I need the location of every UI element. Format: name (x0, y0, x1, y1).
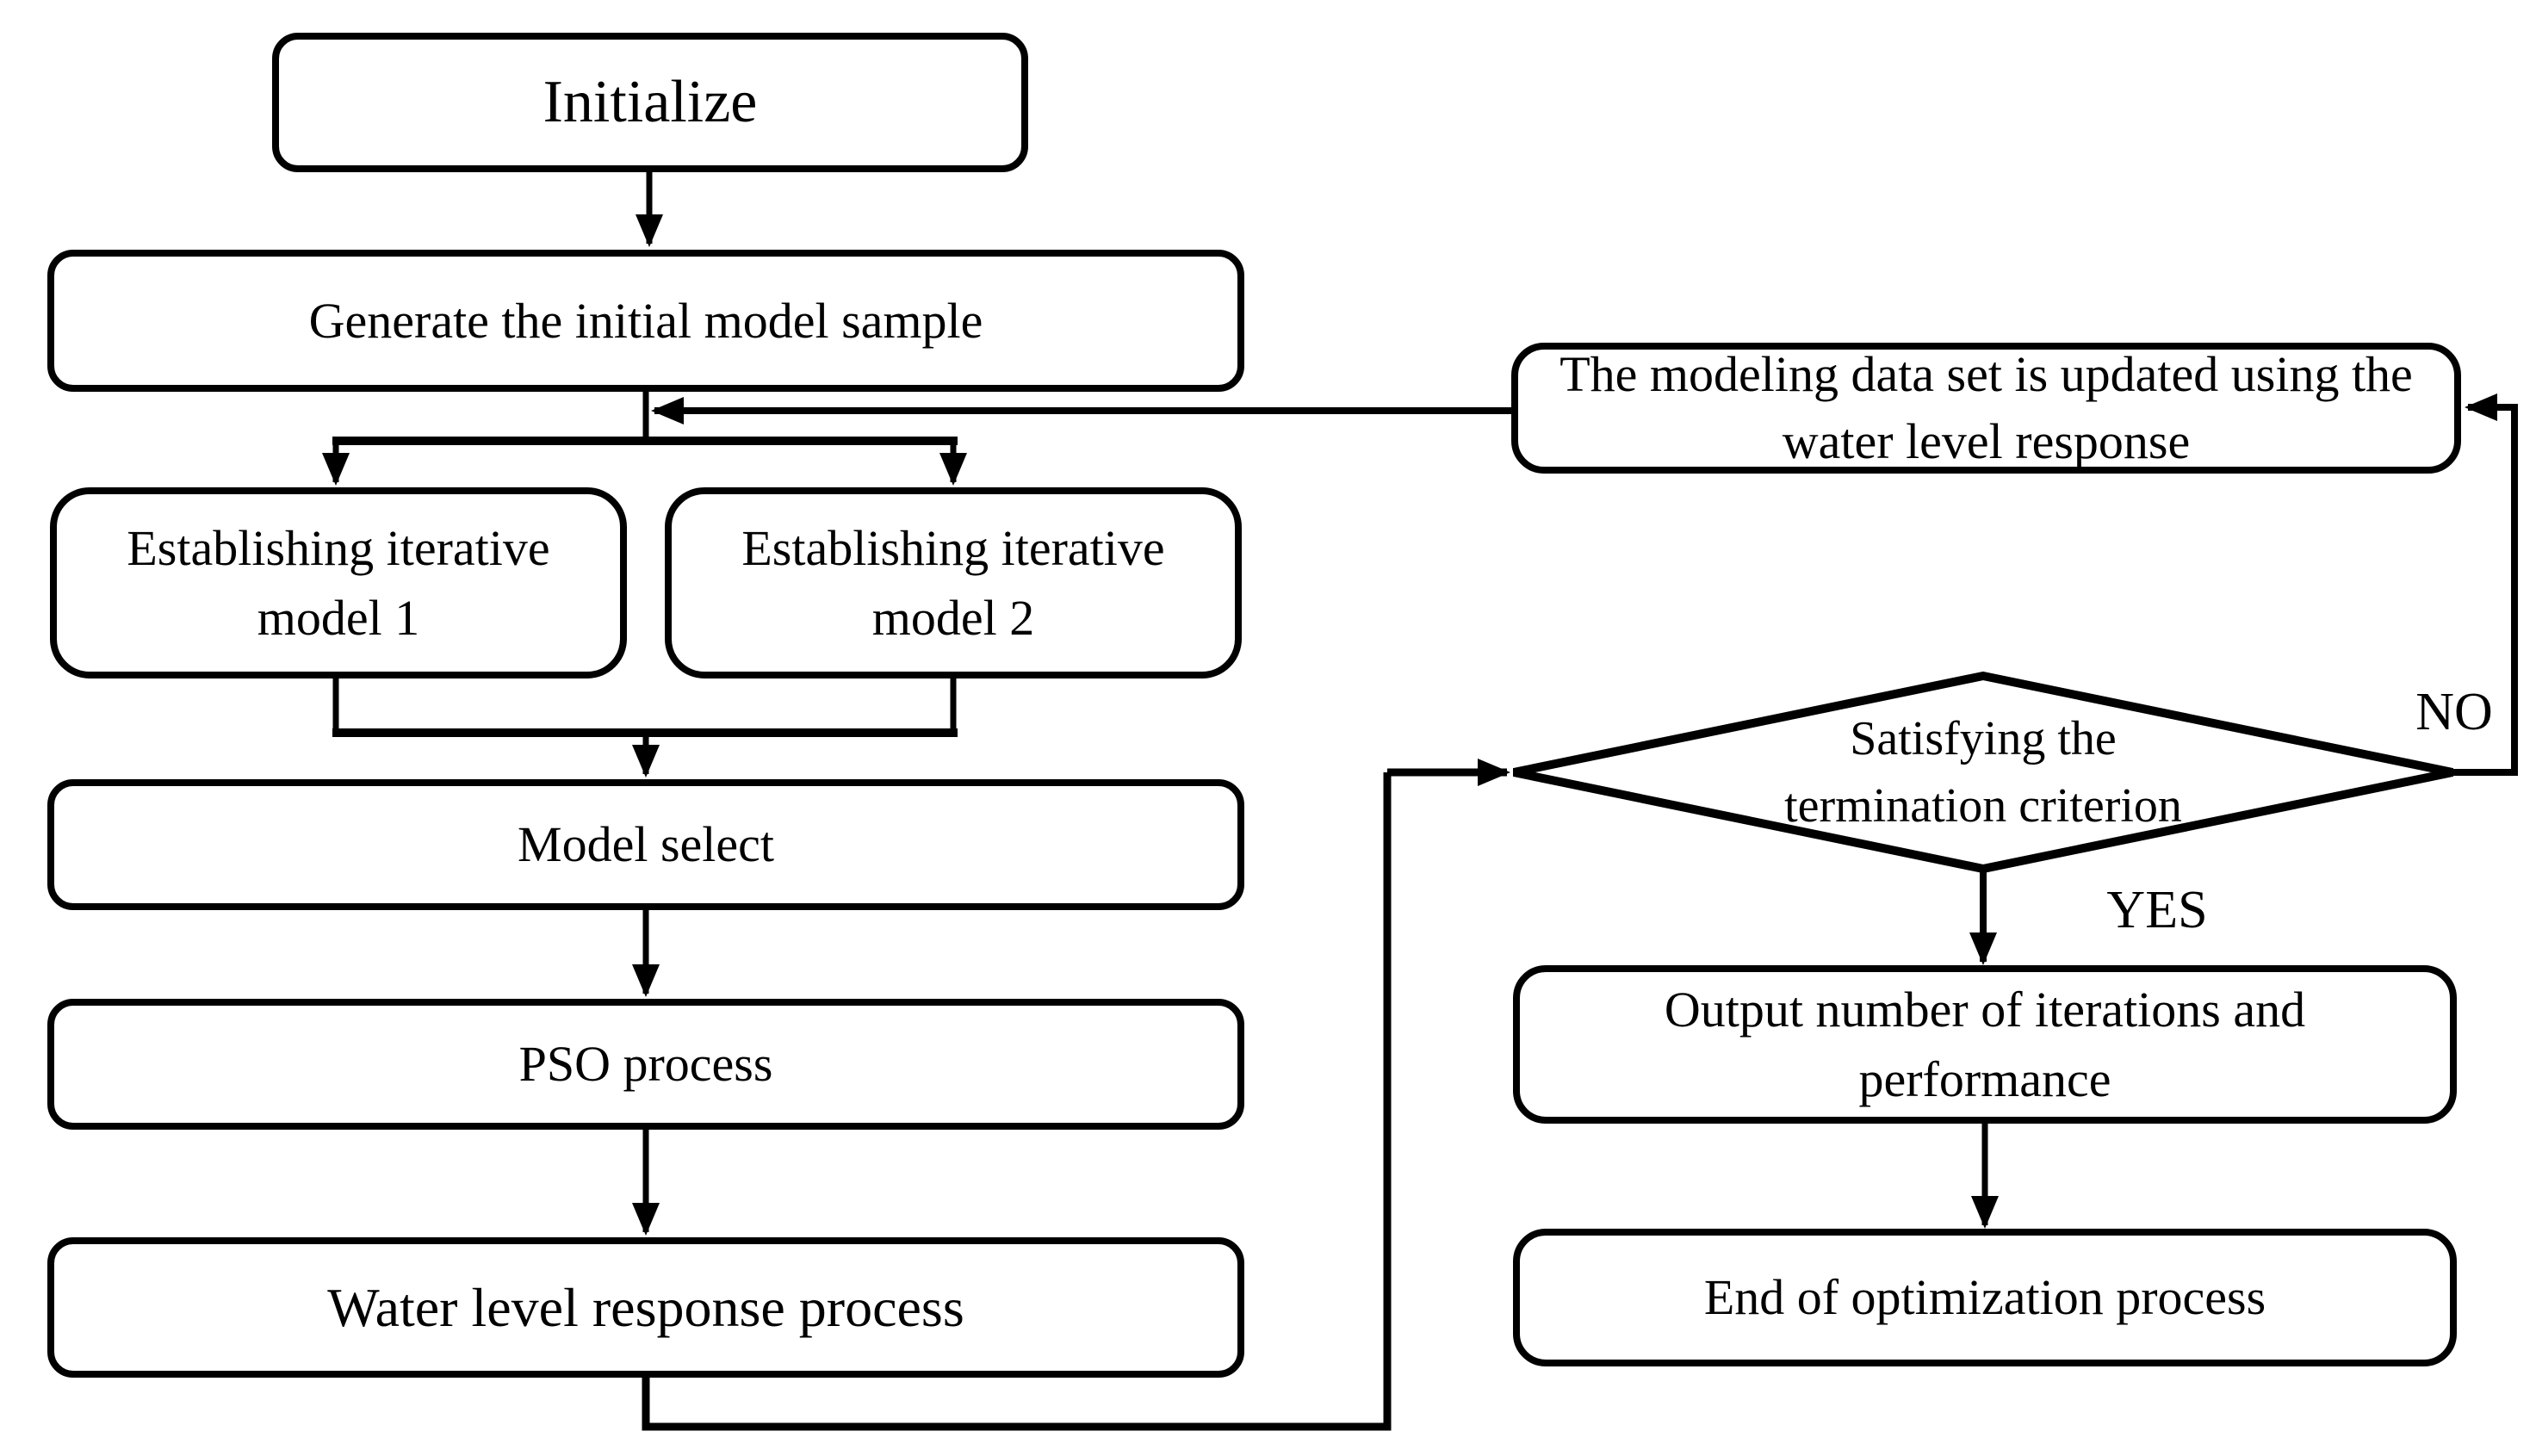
node-pso-process-label: PSO process (518, 1036, 773, 1093)
node-iterative-model-2-label: Establishing iterative model 2 (741, 519, 1165, 646)
node-end-process: End of optimization process (1513, 1229, 2457, 1366)
node-output-results: Output number of iterations and performa… (1513, 965, 2457, 1124)
edge-termination-no-update (2451, 393, 2518, 776)
node-model-select-label: Model select (518, 816, 774, 873)
node-iterative-model-2: Establishing iterative model 2 (665, 487, 1242, 678)
node-termination-label: Satisfying the termination criterion (1784, 711, 2182, 833)
node-iterative-model-1-label: Establishing iterative model 1 (127, 519, 550, 646)
edge-label-no: NO (2415, 682, 2493, 741)
node-initialize: Initialize (272, 33, 1028, 172)
node-output-results-label: Output number of iterations and performa… (1664, 981, 2306, 1107)
node-iterative-model-1: Establishing iterative model 1 (50, 487, 627, 678)
node-model-select: Model select (47, 779, 1244, 910)
node-water-level-response: Water level response process (47, 1237, 1244, 1378)
edge-label-yes: YES (2106, 880, 2208, 939)
node-update-data-set-label: The modeling data set is updated using t… (1559, 345, 2413, 469)
node-initialize-label: Initialize (543, 69, 758, 135)
node-water-level-response-label: Water level response process (327, 1276, 964, 1338)
node-pso-process: PSO process (47, 999, 1244, 1130)
node-update-data-set: The modeling data set is updated using t… (1511, 343, 2461, 474)
node-generate-sample: Generate the initial model sample (47, 250, 1244, 392)
node-end-process-label: End of optimization process (1703, 1269, 2266, 1326)
node-termination-diamond (1512, 671, 2454, 874)
node-generate-sample-label: Generate the initial model sample (308, 292, 983, 349)
edge-water-riser (642, 772, 1392, 1431)
